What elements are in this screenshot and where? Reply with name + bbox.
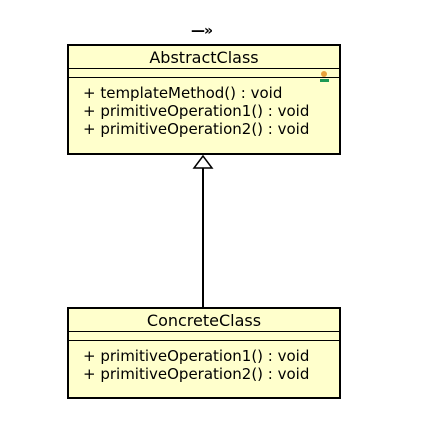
operation-row: + primitiveOperation1() : void <box>83 347 310 365</box>
concrete-class-name: ConcreteClass <box>69 309 339 332</box>
operation-row: + templateMethod() : void <box>83 84 283 102</box>
abstract-class-attributes <box>69 69 339 82</box>
connector-handle-icon[interactable] <box>321 71 327 77</box>
operation-row: + primitiveOperation1() : void <box>83 102 310 120</box>
abstract-class-box[interactable]: AbstractClass + templateMethod() : void … <box>67 44 341 155</box>
concrete-class-box[interactable]: ConcreteClass + primitiveOperation1() : … <box>67 307 341 399</box>
operation-row: + primitiveOperation2() : void <box>83 120 310 138</box>
resize-handle-icon[interactable] <box>320 79 329 82</box>
concrete-class-attributes <box>69 332 339 341</box>
abstract-class-operations: + templateMethod() : void + primitiveOpe… <box>69 78 339 138</box>
operation-row: + primitiveOperation2() : void <box>83 365 310 383</box>
generalization-arrowhead-icon <box>192 154 214 169</box>
concrete-class-operations: + primitiveOperation1() : void + primiti… <box>69 341 339 383</box>
abstract-class-name: AbstractClass <box>69 46 339 69</box>
collapse-arrow-icon[interactable]: —» <box>191 23 213 39</box>
